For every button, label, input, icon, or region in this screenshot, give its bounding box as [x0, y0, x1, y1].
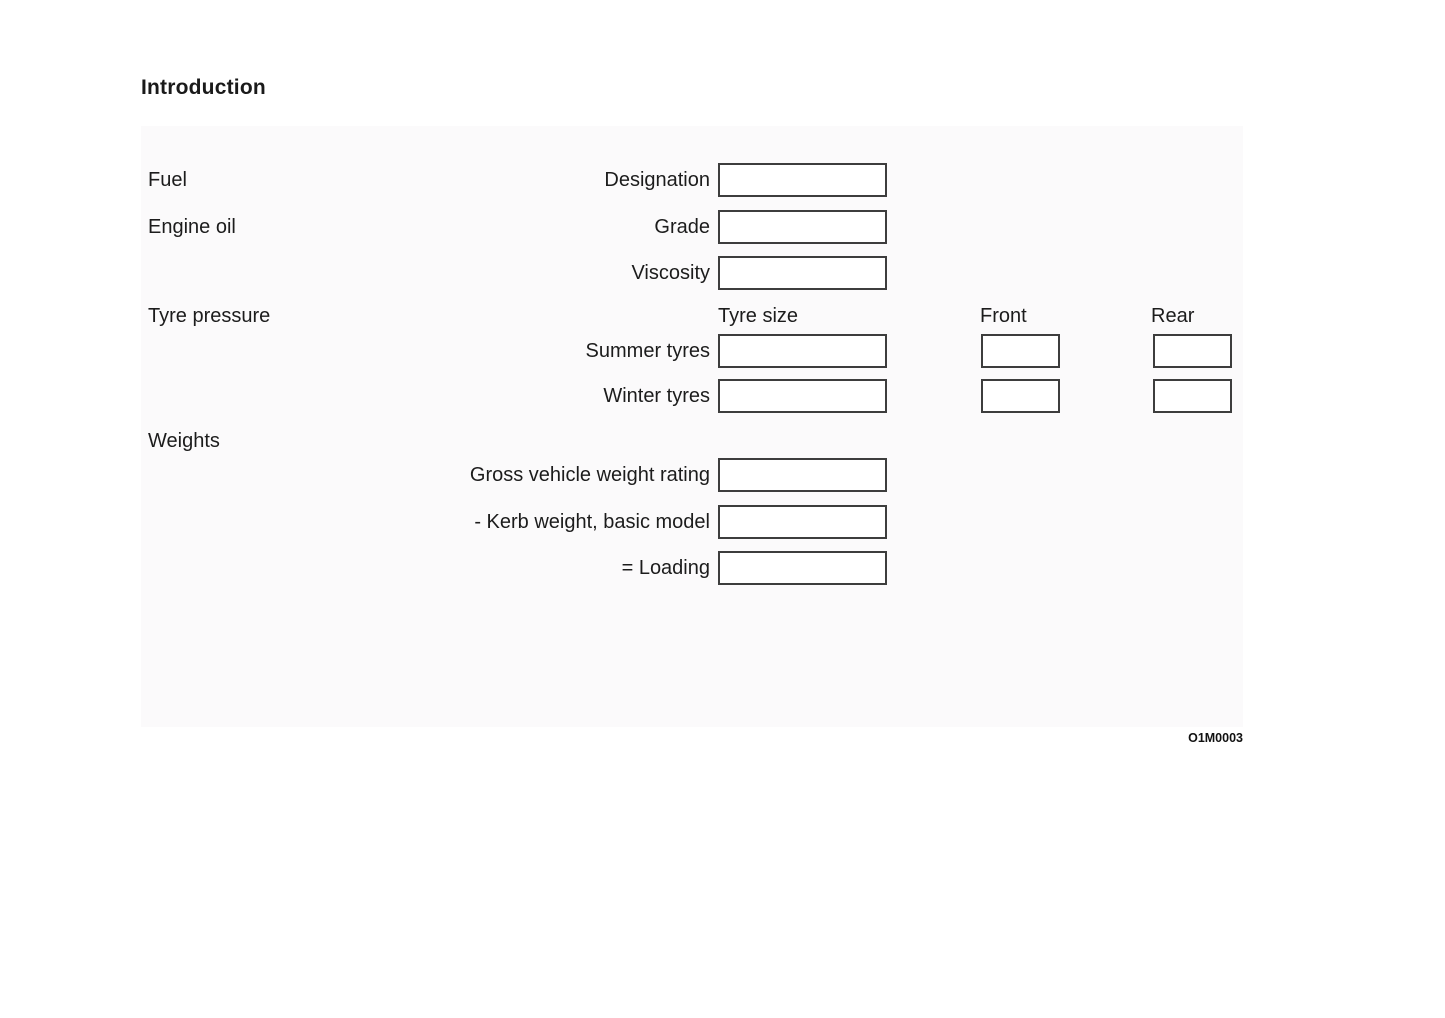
gross-vehicle-weight-rating-field[interactable] [718, 458, 887, 492]
summer-rear-pressure-field[interactable] [1153, 334, 1232, 368]
winter-rear-pressure-field[interactable] [1153, 379, 1232, 413]
section-label-tyre-pressure: Tyre pressure [148, 305, 271, 327]
column-header-rear: Rear [1151, 305, 1195, 327]
kerb-weight-field[interactable] [718, 505, 887, 539]
loading-label: = Loading [621, 557, 710, 579]
grade-label: Grade [654, 216, 710, 238]
summer-front-pressure-field[interactable] [981, 334, 1060, 368]
summer-tyres-label: Summer tyres [585, 340, 710, 362]
section-label-engine-oil: Engine oil [148, 216, 236, 238]
grade-field[interactable] [718, 210, 887, 244]
gross-vehicle-weight-rating-label: Gross vehicle weight rating [469, 464, 710, 486]
winter-tyre-size-field[interactable] [718, 379, 887, 413]
viscosity-field[interactable] [718, 256, 887, 290]
viscosity-label: Viscosity [631, 262, 710, 284]
section-label-weights: Weights [148, 430, 220, 452]
kerb-weight-label: - Kerb weight, basic model [474, 511, 710, 533]
winter-front-pressure-field[interactable] [981, 379, 1060, 413]
column-header-tyre-size: Tyre size [718, 305, 799, 327]
section-label-fuel: Fuel [148, 169, 187, 191]
designation-label: Designation [604, 169, 710, 191]
summer-tyre-size-field[interactable] [718, 334, 887, 368]
page-title: Introduction [141, 76, 266, 99]
figure-code: O1M0003 [1188, 731, 1243, 745]
column-header-front: Front [980, 305, 1027, 327]
winter-tyres-label: Winter tyres [603, 385, 710, 407]
loading-field[interactable] [718, 551, 887, 585]
specifications-panel: Fuel Engine oil Tyre pressure Weights De… [141, 126, 1243, 727]
designation-field[interactable] [718, 163, 887, 197]
